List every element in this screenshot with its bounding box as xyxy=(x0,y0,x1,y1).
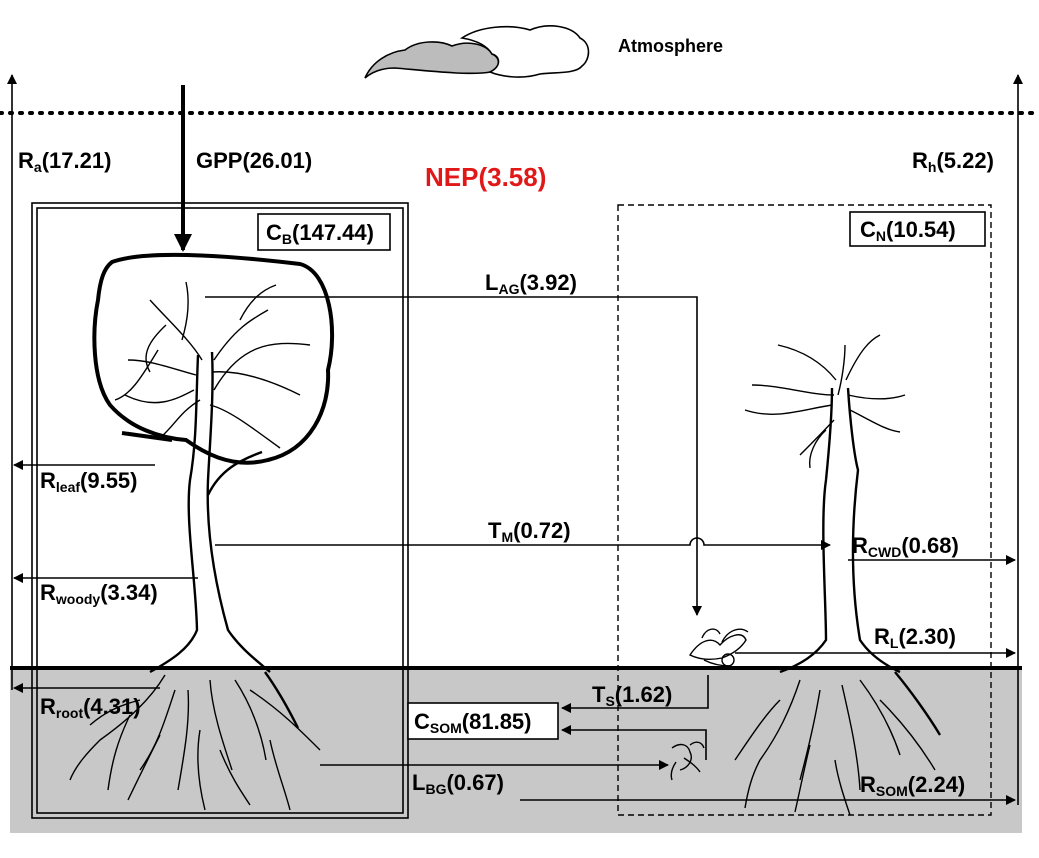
rwoody-label: Rwoody(3.34) xyxy=(40,580,158,607)
csom-box xyxy=(407,702,559,740)
ts-arrow xyxy=(561,675,709,713)
soil-region xyxy=(10,668,1022,833)
csom-label: CSOM(81.85) xyxy=(414,709,532,736)
tm-label: TM(0.72) xyxy=(488,518,571,545)
cn-label: CN(10.54) xyxy=(860,217,956,244)
lag-label: LAG(3.92) xyxy=(485,270,577,297)
rsom-label: RSOM(2.24) xyxy=(860,772,965,799)
cb-label-box xyxy=(257,213,391,251)
dead-tree-icon xyxy=(744,334,906,674)
living-tree-icon xyxy=(92,252,335,674)
belowground-litter-icon xyxy=(670,741,705,781)
rleaf-label: Rleaf(9.55) xyxy=(40,468,138,495)
ra-label: Ra(17.21) xyxy=(18,148,111,175)
necromass-box xyxy=(617,204,992,816)
rh-label: Rh(5.22) xyxy=(912,148,994,175)
nep-label: NEP(3.58) xyxy=(425,162,546,192)
lag-arrow xyxy=(205,296,702,616)
rl-label: RL(2.30) xyxy=(874,624,956,651)
ts-label: TS(1.62) xyxy=(592,682,672,709)
litter-icon xyxy=(688,628,749,667)
tm-arrow xyxy=(215,537,831,550)
lbg-to-csom-arrow xyxy=(561,725,707,760)
rroot-label: Rroot(4.31) xyxy=(40,694,141,721)
biomass-box xyxy=(31,202,409,819)
lbg-label: LBG(0.67) xyxy=(412,770,504,797)
dead-tree-roots-icon xyxy=(734,671,942,816)
gpp-label: GPP(26.01) xyxy=(196,148,312,173)
rcwd-label: RCWD(0.68) xyxy=(852,533,959,560)
cloud-icon xyxy=(364,25,590,79)
cn-label-box xyxy=(849,211,986,247)
atmosphere-label: Atmosphere xyxy=(618,36,723,56)
cb-label: CB(147.44) xyxy=(266,220,374,247)
living-tree-roots-icon xyxy=(69,671,321,811)
